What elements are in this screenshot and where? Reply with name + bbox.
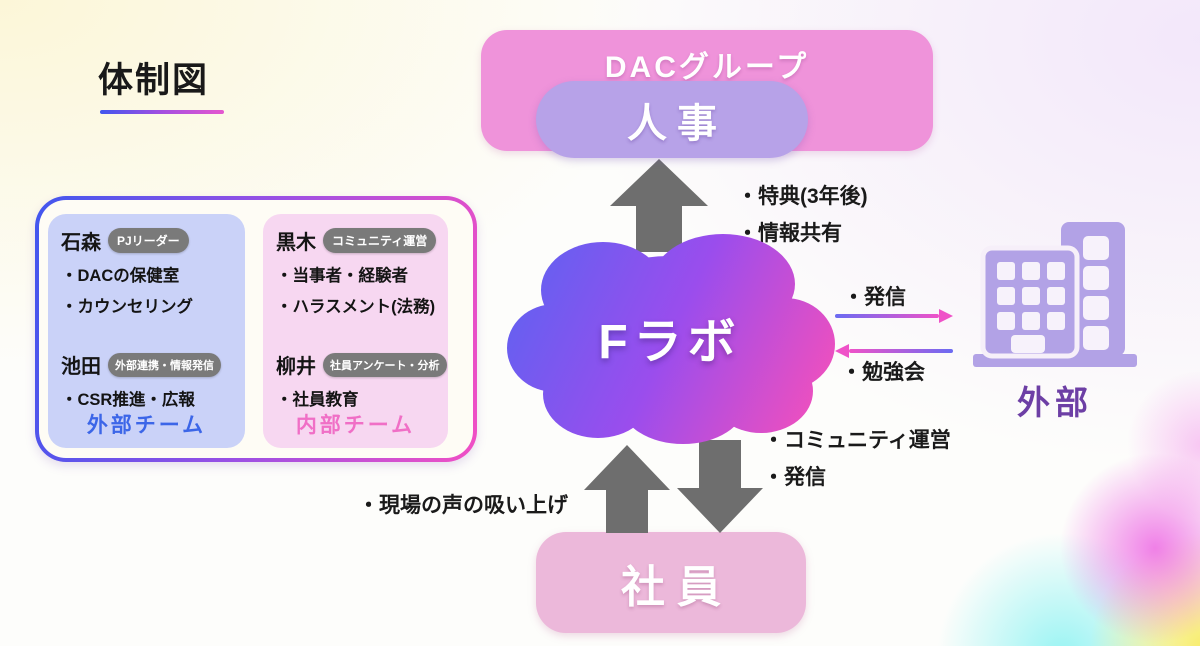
arrow-head bbox=[584, 445, 670, 490]
member-kuroki: 黒木 コミュニティ運営 ・当事者・経験者 ・ハラスメント(法務) bbox=[276, 226, 440, 317]
right-arrow-icon bbox=[835, 309, 953, 323]
arrow-head bbox=[939, 309, 953, 323]
member-role-badge: 外部連携・情報発信 bbox=[108, 352, 221, 377]
team-panel: 石森 PJリーダー ・DACの保健室 ・カウンセリング 池田 外部連携・情報発信… bbox=[35, 196, 477, 462]
arrow-head bbox=[835, 344, 849, 358]
up-arrow-icon bbox=[584, 445, 670, 533]
page-title: 体制図 bbox=[98, 61, 210, 100]
hr-label: 人事 bbox=[627, 101, 727, 146]
team-panel-inner: 石森 PJリーダー ・DACの保健室 ・カウンセリング 池田 外部連携・情報発信… bbox=[39, 200, 473, 458]
voice-gathering-note: ・現場の声の吸い上げ bbox=[358, 494, 568, 517]
study-session-note: ・勉強会 bbox=[841, 361, 925, 384]
title-underline bbox=[100, 110, 224, 114]
arrow-line bbox=[849, 349, 953, 353]
hr-box: 人事 bbox=[536, 81, 808, 158]
external-building-icon bbox=[973, 218, 1137, 368]
member-yanai: 柳井 社員アンケート・分析 ・社員教育 bbox=[276, 350, 447, 410]
arrow-head bbox=[610, 159, 708, 206]
arrow-head bbox=[677, 488, 763, 533]
arrow-shaft bbox=[636, 206, 682, 252]
hr-benefit-note: ・特典(3年後) bbox=[737, 185, 868, 208]
up-arrow-icon bbox=[610, 159, 708, 252]
member-name: 池田 bbox=[61, 356, 101, 378]
external-send-note: ・発信 bbox=[843, 286, 906, 309]
flab-label: Fラボ bbox=[598, 316, 742, 369]
community-mgmt-note: ・コミュニティ運営 bbox=[763, 429, 951, 452]
employees-label: 社員 bbox=[621, 562, 733, 612]
member-duty: ・CSR推進・広報 bbox=[61, 391, 195, 409]
member-duty: ・カウンセリング bbox=[61, 298, 193, 316]
member-role-badge: PJリーダー bbox=[108, 228, 189, 253]
member-name: 石森 bbox=[61, 232, 101, 254]
member-duty: ・DACの保健室 bbox=[61, 267, 180, 285]
internal-team-box: 黒木 コミュニティ運営 ・当事者・経験者 ・ハラスメント(法務) 柳井 社員アン… bbox=[263, 214, 448, 448]
arrow-shaft bbox=[606, 490, 648, 533]
left-arrow-icon bbox=[835, 344, 953, 358]
member-name: 黒木 bbox=[276, 232, 316, 254]
member-role-badge: コミュニティ運営 bbox=[323, 228, 437, 253]
arrow-line bbox=[835, 314, 939, 318]
hr-info-share-note: ・情報共有 bbox=[737, 222, 842, 245]
external-team-box: 石森 PJリーダー ・DACの保健室 ・カウンセリング 池田 外部連携・情報発信… bbox=[48, 214, 245, 448]
internal-team-label: 内部チーム bbox=[295, 414, 416, 437]
member-ikeda: 池田 外部連携・情報発信 ・CSR推進・広報 bbox=[61, 350, 237, 410]
member-ishimori: 石森 PJリーダー ・DACの保健室 ・カウンセリング bbox=[61, 226, 237, 317]
flab-cloud bbox=[503, 226, 837, 448]
member-duty: ・当事者・経験者 bbox=[276, 267, 408, 285]
dac-group-label: DACグループ bbox=[604, 51, 810, 84]
external-team-label: 外部チーム bbox=[86, 414, 207, 437]
external-label: 外部 bbox=[1017, 384, 1093, 421]
arrow-shaft bbox=[699, 440, 741, 488]
dissemination-note: ・発信 bbox=[763, 466, 826, 489]
down-arrow-icon bbox=[677, 440, 763, 533]
member-name: 柳井 bbox=[276, 356, 316, 378]
employees-box: 社員 bbox=[536, 532, 806, 633]
member-role-badge: 社員アンケート・分析 bbox=[323, 352, 447, 377]
member-duty: ・ハラスメント(法務) bbox=[276, 298, 436, 316]
cloud-shape bbox=[507, 234, 835, 444]
member-duty: ・社員教育 bbox=[276, 391, 359, 409]
